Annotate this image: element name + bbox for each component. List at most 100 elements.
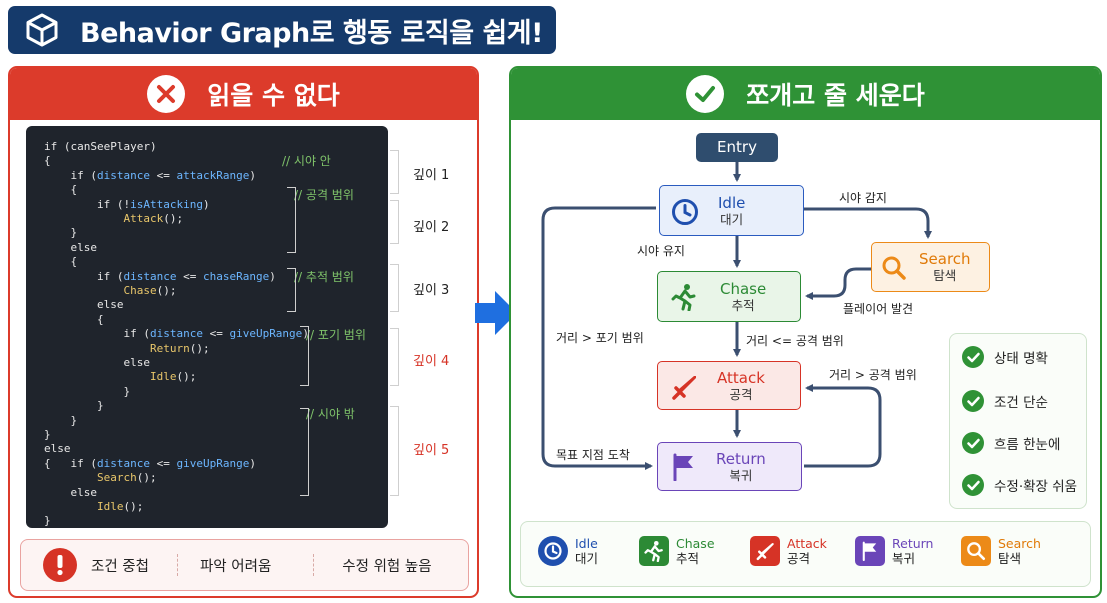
code-line: else xyxy=(44,298,124,312)
legend-label: Chase xyxy=(676,536,715,551)
code-token: (); xyxy=(123,500,144,513)
node-search-texts: Search 탐색 xyxy=(919,251,971,284)
code-token: ) xyxy=(269,269,276,283)
edge-return-attack xyxy=(804,384,882,468)
code-line: if (distance <= attackRange) xyxy=(44,168,256,183)
problem-risky-changes: 수정 위험 높음 xyxy=(342,558,432,575)
code-token: { xyxy=(44,154,51,168)
code-token: else xyxy=(44,240,97,254)
code-token: } xyxy=(44,399,104,413)
code-token: else xyxy=(44,298,124,312)
code-block: if (canSeePlayer){ if (distance <= attac… xyxy=(26,126,388,528)
code-token: distance xyxy=(96,456,150,470)
node-attack[interactable]: Attack 공격 xyxy=(657,361,801,410)
node-search[interactable]: Search 탐색 xyxy=(871,242,990,292)
legend-item-attack: Attack 공격 xyxy=(750,536,827,566)
legend-sublabel: 탐색 xyxy=(998,551,1022,566)
code-token: ) xyxy=(249,168,256,182)
code-token: if ( xyxy=(44,168,97,182)
page-title: Behavior Graph로 행동 로직을 쉽게! xyxy=(80,17,543,49)
node-attack-title: Attack xyxy=(717,369,765,387)
legend-sublabel: 추적 xyxy=(676,551,700,566)
edge-search-chase xyxy=(805,267,871,300)
code-token: { xyxy=(44,183,78,197)
code-line: } xyxy=(44,428,51,442)
benefit-label: 조건 단순 xyxy=(994,395,1048,411)
code-token: giveUpRange xyxy=(176,456,250,470)
legend-label: Attack xyxy=(787,536,827,551)
code-line: if (!isAttacking) xyxy=(44,198,210,212)
benefit-label: 상태 명확 xyxy=(994,351,1048,367)
depth-bracket xyxy=(390,150,399,194)
code-token: { xyxy=(44,255,78,269)
node-attack-texts: Attack 공격 xyxy=(717,369,765,403)
code-token: <= xyxy=(149,168,177,182)
code-line: else xyxy=(44,356,150,370)
node-attack-subtitle: 공격 xyxy=(729,387,753,402)
legend-sublabel: 대기 xyxy=(575,551,599,566)
code-token: if (! xyxy=(44,197,131,211)
code-token: } xyxy=(44,514,51,528)
code-token: else xyxy=(44,442,71,456)
problem-summary: 조건 중첩 파악 어려움 수정 위험 높음 xyxy=(20,539,469,591)
code-token: (); xyxy=(156,284,177,297)
cube-icon xyxy=(26,13,58,47)
node-return[interactable]: Return 복귀 xyxy=(657,442,802,491)
depth-bracket xyxy=(287,187,296,253)
code-token: (); xyxy=(163,212,184,225)
code-token: if (canSeePlayer) xyxy=(44,140,157,153)
problem-hard-to-read: 파악 어려움 xyxy=(199,558,272,575)
depth-label-1: 깊이 1 xyxy=(413,168,450,183)
bad-panel-heading: 읽을 수 없다 xyxy=(207,81,340,110)
code-token: <= xyxy=(202,327,230,341)
comment-in-sight: // 시야 안 xyxy=(282,154,331,168)
code-line: { xyxy=(44,313,104,327)
code-line: } xyxy=(44,514,51,528)
code-token: Idle xyxy=(149,370,177,384)
node-idle-title: Idle xyxy=(718,194,746,212)
code-line: { xyxy=(44,154,51,168)
node-entry[interactable]: Entry xyxy=(696,133,778,162)
edge-label-dist-over-attack: 거리 > 공격 범위 xyxy=(829,368,917,382)
edge-label-dist-giveup: 거리 > 포기 범위 xyxy=(556,331,644,345)
code-line: } xyxy=(44,385,130,399)
comment-out-of-sight: // 시야 밖 xyxy=(306,407,355,421)
code-token: attackRange xyxy=(176,168,250,182)
code-token: distance xyxy=(96,168,150,182)
node-chase-texts: Chase 추적 xyxy=(720,281,766,314)
edge-label-see-keep: 시야 유지 xyxy=(637,244,685,258)
code-token: { if ( xyxy=(44,456,97,470)
node-chase[interactable]: Chase 추적 xyxy=(657,271,801,322)
depth-bracket xyxy=(390,328,399,386)
code-line: Search(); xyxy=(44,471,157,485)
transition-arrow-icon xyxy=(475,291,517,335)
benefit-label: 흐름 한눈에 xyxy=(994,437,1061,453)
code-token: ) xyxy=(249,456,256,470)
edge-label-dist-attack: 거리 <= 공격 범위 xyxy=(746,334,844,348)
state-legend: Idle 대기 Chase 추적 Attack 공격 Return 복귀 xyxy=(520,521,1091,587)
legend-sublabel: 공격 xyxy=(787,551,811,566)
code-line: { xyxy=(44,183,77,197)
code-line: Idle(); xyxy=(44,500,143,514)
code-line: else xyxy=(44,442,71,456)
code-token: Chase xyxy=(123,284,157,297)
legend-item-idle: Idle 대기 xyxy=(538,536,598,566)
flag-icon xyxy=(855,536,885,566)
clock-icon xyxy=(672,199,698,225)
code-token: if ( xyxy=(44,327,150,341)
code-token: Search xyxy=(96,471,137,485)
code-token: { xyxy=(44,312,104,326)
code-line: { xyxy=(44,255,77,269)
check-circle-icon xyxy=(962,390,984,412)
comment-giveup-range: // 포기 범위 xyxy=(306,328,366,342)
code-token: distance xyxy=(149,327,203,341)
legend-label: Search xyxy=(998,536,1041,551)
check-circle-icon xyxy=(962,346,984,368)
code-line: Attack(); xyxy=(44,212,183,226)
code-line: else xyxy=(44,486,97,500)
edge-idle-search xyxy=(804,207,932,239)
node-idle[interactable]: Idle 대기 xyxy=(659,185,804,236)
benefits-checklist: 상태 명확 조건 단순 흐름 한눈에 수정·확장 쉬움 xyxy=(949,333,1087,509)
edge-label-player-found: 플레이어 발견 xyxy=(843,302,914,316)
x-mark-icon xyxy=(147,75,186,113)
